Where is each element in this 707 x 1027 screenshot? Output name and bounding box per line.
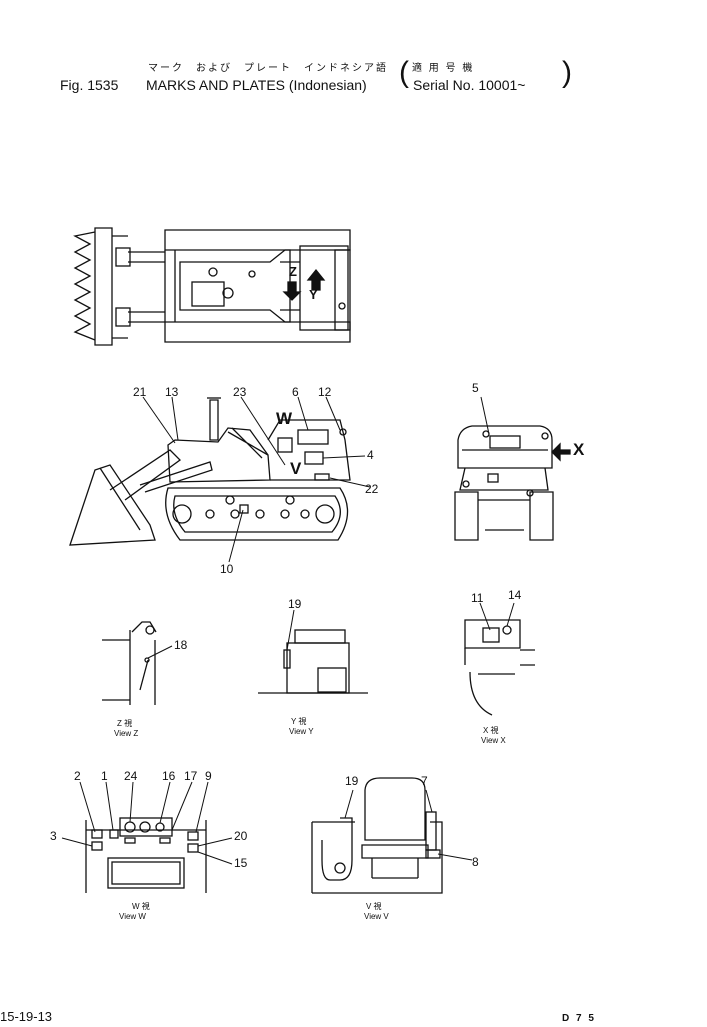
view-marker-x: X: [573, 440, 585, 459]
model-code: D 7 5: [562, 1013, 596, 1024]
leader-lines: [61, 396, 515, 865]
view-z-label: View Z: [114, 729, 139, 738]
top-view-label-z: Z: [289, 264, 297, 279]
view-z-drawing: [102, 621, 157, 705]
view-y-jp: Y 視: [291, 717, 307, 726]
callout-16: 16: [162, 769, 176, 783]
view-w-drawing: [85, 817, 207, 893]
callout-20: 20: [234, 829, 248, 843]
callout-24: 24: [124, 769, 138, 783]
callout-4: 4: [367, 448, 374, 462]
callout-23: 23: [233, 385, 247, 399]
callout-17: 17: [184, 769, 198, 783]
rear-view-drawing: [454, 425, 571, 541]
callout-7: 7: [421, 774, 428, 788]
view-marker-v: V: [290, 459, 302, 478]
view-x-label: View X: [481, 736, 506, 745]
figure-number: Fig. 1535: [60, 77, 119, 93]
callout-6: 6: [292, 385, 299, 399]
paren-close: ): [562, 56, 572, 89]
callout-19-y: 19: [288, 597, 302, 611]
callout-3: 3: [50, 829, 57, 843]
callout-18: 18: [174, 638, 188, 652]
top-view-drawing: [73, 227, 351, 346]
page-number: 15-19-13: [0, 1009, 53, 1024]
callout-13: 13: [165, 385, 179, 399]
figure-title: MARKS AND PLATES (Indonesian): [146, 77, 367, 93]
callout-11: 11: [471, 591, 484, 605]
view-v-drawing: [311, 777, 443, 894]
callout-9: 9: [205, 769, 212, 783]
callout-1: 1: [101, 769, 108, 783]
callout-10: 10: [220, 562, 234, 576]
view-x-drawing: [464, 619, 535, 716]
callout-15: 15: [234, 856, 248, 870]
japanese-serial-label: 適 用 号 機: [412, 63, 475, 74]
view-y-drawing: [258, 629, 368, 694]
serial-range: Serial No. 10001~: [413, 77, 526, 93]
callout-12: 12: [318, 385, 332, 399]
callout-22: 22: [365, 482, 379, 496]
view-w-label: View W: [119, 912, 146, 921]
view-w-jp: W 視: [132, 902, 150, 911]
view-z-jp: Z 視: [117, 719, 133, 728]
view-x-jp: X 視: [483, 726, 499, 735]
callout-14: 14: [508, 588, 522, 602]
callout-8: 8: [472, 855, 479, 869]
view-v-jp: V 視: [366, 902, 382, 911]
callout-5: 5: [472, 381, 479, 395]
callout-21: 21: [133, 385, 147, 399]
japanese-title: マーク および プレート インドネシア語: [148, 63, 388, 74]
side-view-drawing: [69, 397, 351, 546]
callout-19-v: 19: [345, 774, 359, 788]
view-marker-w: W: [276, 409, 293, 428]
paren-open: (: [399, 56, 409, 89]
view-y-label: View Y: [289, 727, 314, 736]
view-v-label: View V: [364, 912, 389, 921]
callout-2: 2: [74, 769, 81, 783]
top-view-label-y: Y: [309, 287, 318, 302]
